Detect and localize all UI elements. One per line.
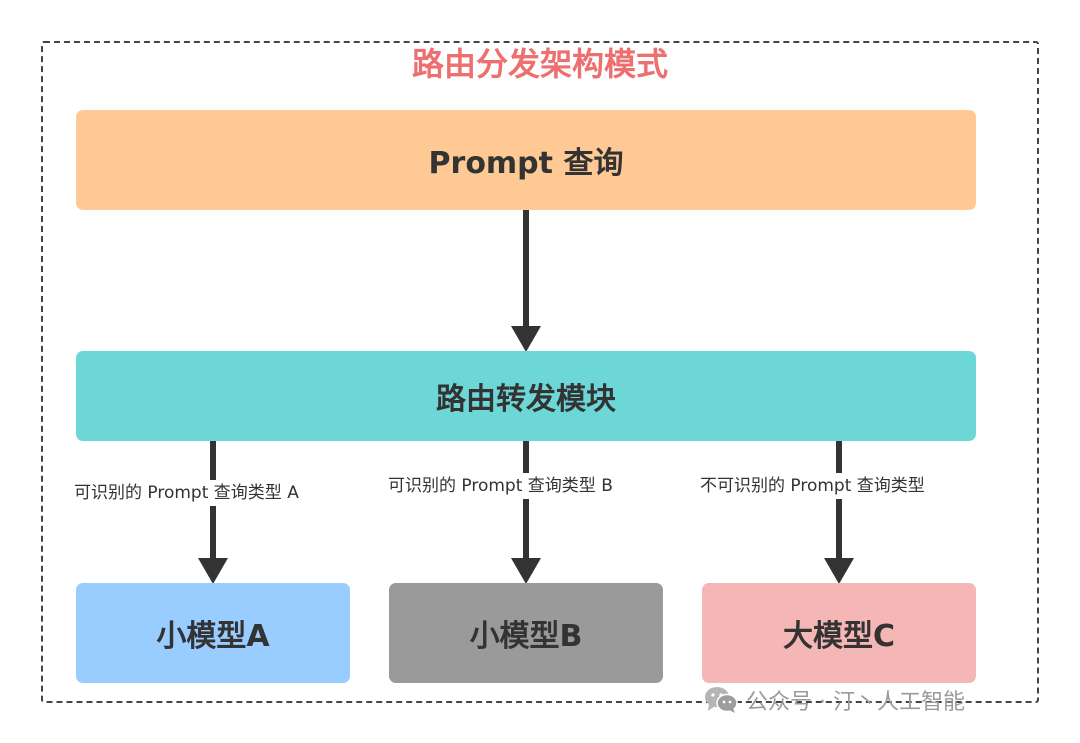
router-node: 路由转发模块 — [76, 351, 976, 441]
model-c-label: 大模型C — [782, 619, 896, 654]
model-b-label: 小模型B — [469, 619, 583, 654]
model-a-label: 小模型A — [156, 619, 270, 654]
diagram-title: 路由分发架构模式 — [411, 45, 668, 83]
dashed-frame — [41, 41, 1039, 703]
query-node: Prompt 查询 — [76, 110, 976, 210]
watermark: 公众号 · 汀丶人工智能 — [704, 684, 965, 716]
edge-label-model-a: 可识别的 Prompt 查询类型 A — [70, 480, 303, 506]
edge-label-model-b: 可识别的 Prompt 查询类型 B — [384, 473, 617, 499]
model-a-node: 小模型A — [76, 583, 350, 683]
watermark-text: 公众号 · 汀丶人工智能 — [746, 690, 965, 715]
model-c-node: 大模型C — [702, 583, 976, 683]
model-b-node: 小模型B — [389, 583, 663, 683]
router-node-label: 路由转发模块 — [436, 382, 616, 417]
edge-label-model-c: 不可识别的 Prompt 查询类型 — [696, 473, 929, 499]
wechat-icon — [705, 687, 738, 713]
query-node-label: Prompt 查询 — [428, 146, 624, 181]
